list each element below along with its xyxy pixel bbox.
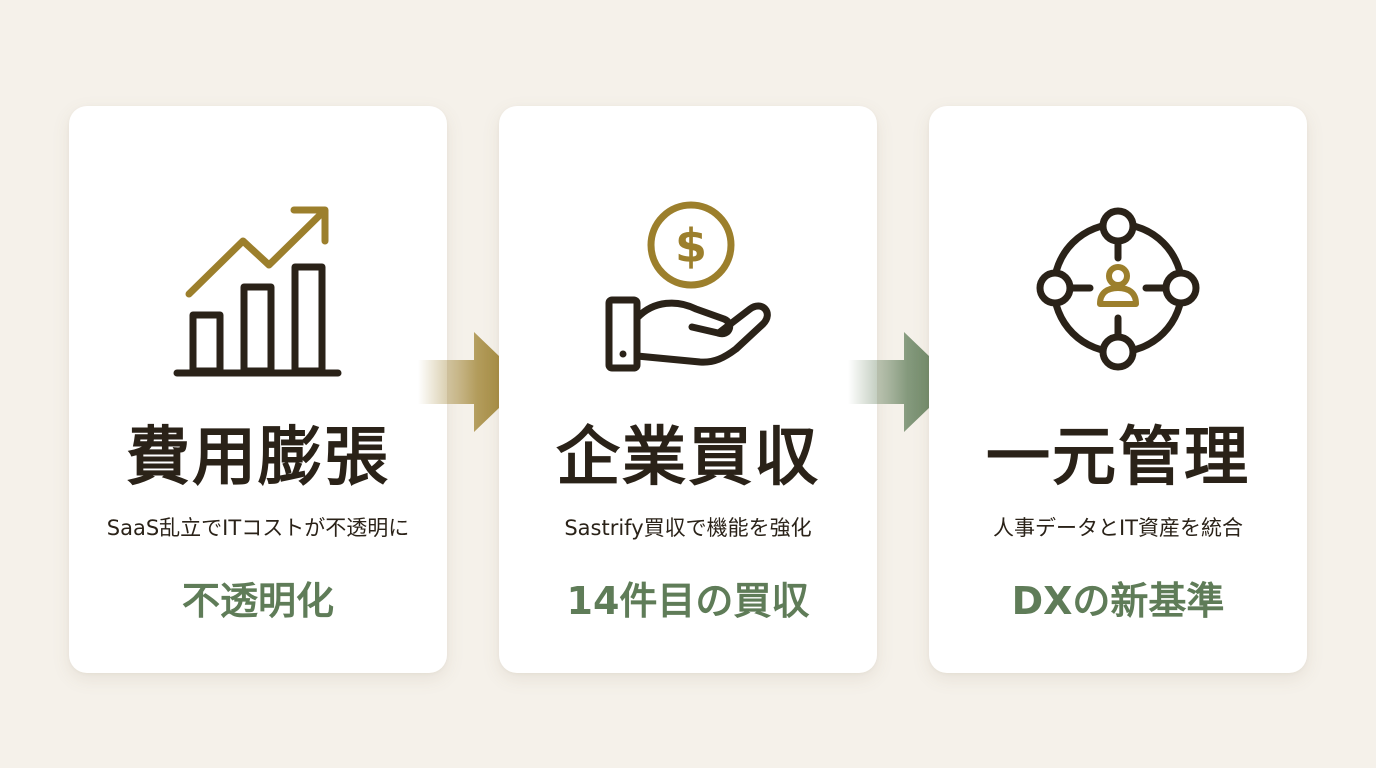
svg-text:$: $ — [675, 219, 707, 273]
step-highlight: DXの新基準 — [1011, 579, 1225, 623]
icon-container — [929, 196, 1307, 386]
step-subtitle: SaaS乱立でITコストが不透明に — [106, 516, 410, 540]
step-card-cost-expansion: 費用膨張 SaaS乱立でITコストが不透明に 不透明化 — [69, 106, 447, 673]
growth-chart-icon — [173, 206, 342, 377]
network-person-icon — [1036, 207, 1200, 371]
step-title: 費用膨張 — [126, 420, 390, 495]
step-title: 企業買収 — [556, 420, 820, 495]
step-highlight: 不透明化 — [181, 579, 334, 623]
step-subtitle: Sastrify買収で機能を強化 — [564, 516, 812, 540]
step-card-unified-management: 一元管理 人事データとIT資産を統合 DXの新基準 — [929, 106, 1307, 673]
step-title: 一元管理 — [986, 420, 1250, 495]
money-hand-icon: $ — [605, 201, 771, 372]
step-subtitle: 人事データとIT資産を統合 — [992, 516, 1244, 540]
icon-container — [69, 196, 447, 386]
step-card-acquisition: $ 企業買収 Sastrify買収で機能を強化 14件目の買収 — [499, 106, 877, 673]
icon-container: $ — [499, 196, 877, 386]
step-highlight: 14件目の買収 — [566, 579, 810, 623]
